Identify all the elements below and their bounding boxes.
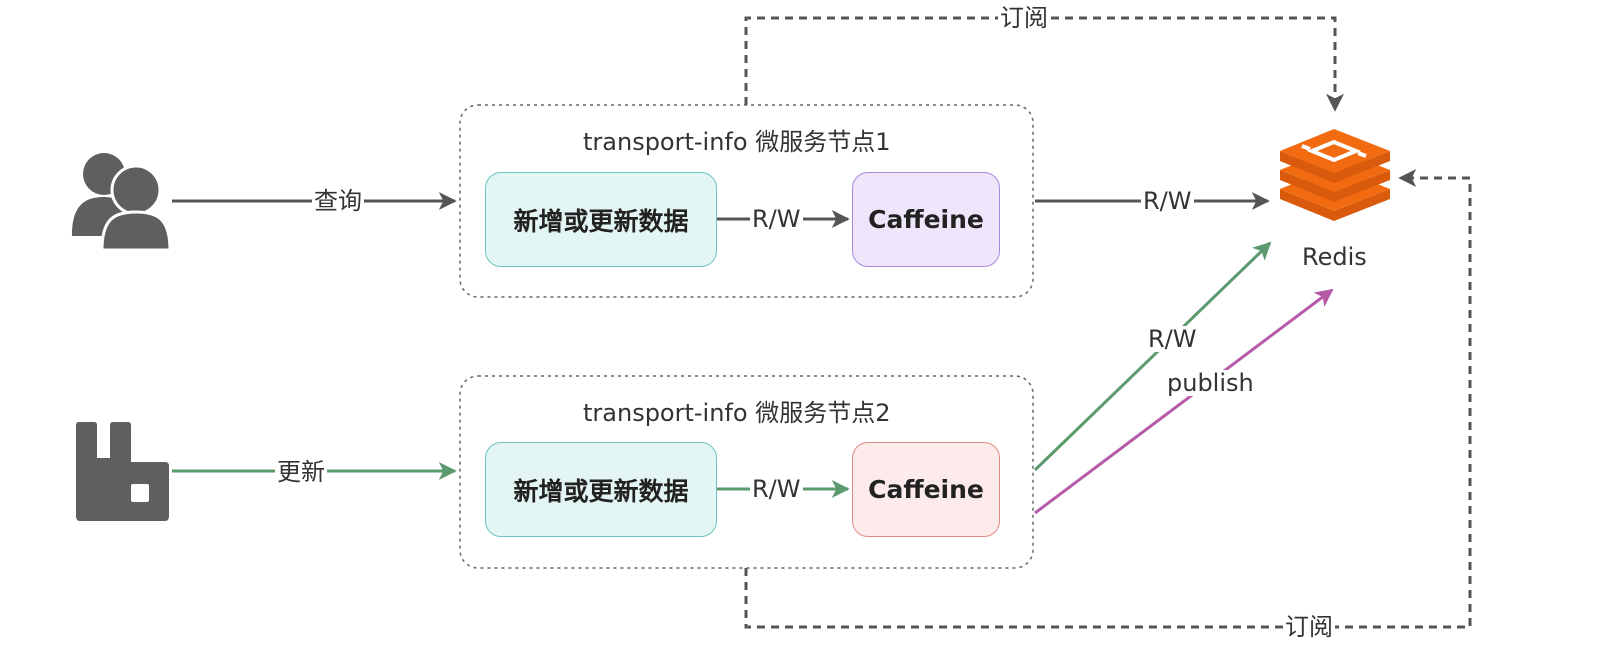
redis-icon xyxy=(1280,129,1390,221)
query-edge-label: 查询 xyxy=(312,187,364,215)
publish-edge-label: publish xyxy=(1165,369,1256,397)
node2-redis-edge xyxy=(1033,241,1272,472)
users-icon xyxy=(72,153,172,252)
node2-redis-edge-label: R/W xyxy=(1146,325,1199,353)
publish-edge xyxy=(1034,288,1334,515)
node2-title: transport-info 微服务节点2 xyxy=(583,399,891,427)
node1-caffeine-box: Caffeine xyxy=(852,172,1000,267)
node1-title: transport-info 微服务节点1 xyxy=(583,128,891,156)
node1-inner-edge-label: R/W xyxy=(750,205,803,233)
node2-inner-edge-label: R/W xyxy=(750,475,803,503)
node2-caffeine-box: Caffeine xyxy=(852,442,1000,537)
redis-label: Redis xyxy=(1302,243,1367,271)
node1-redis-edge-label: R/W xyxy=(1141,187,1194,215)
rabbitmq-icon xyxy=(76,422,169,521)
node2-task-box: 新增或更新数据 xyxy=(485,442,717,537)
subscribe-bottom-edge-label: 订阅 xyxy=(1283,613,1335,641)
subscribe-top-edge-label: 订阅 xyxy=(998,4,1050,32)
update-edge-label: 更新 xyxy=(275,458,327,486)
node1-task-box: 新增或更新数据 xyxy=(485,172,717,267)
